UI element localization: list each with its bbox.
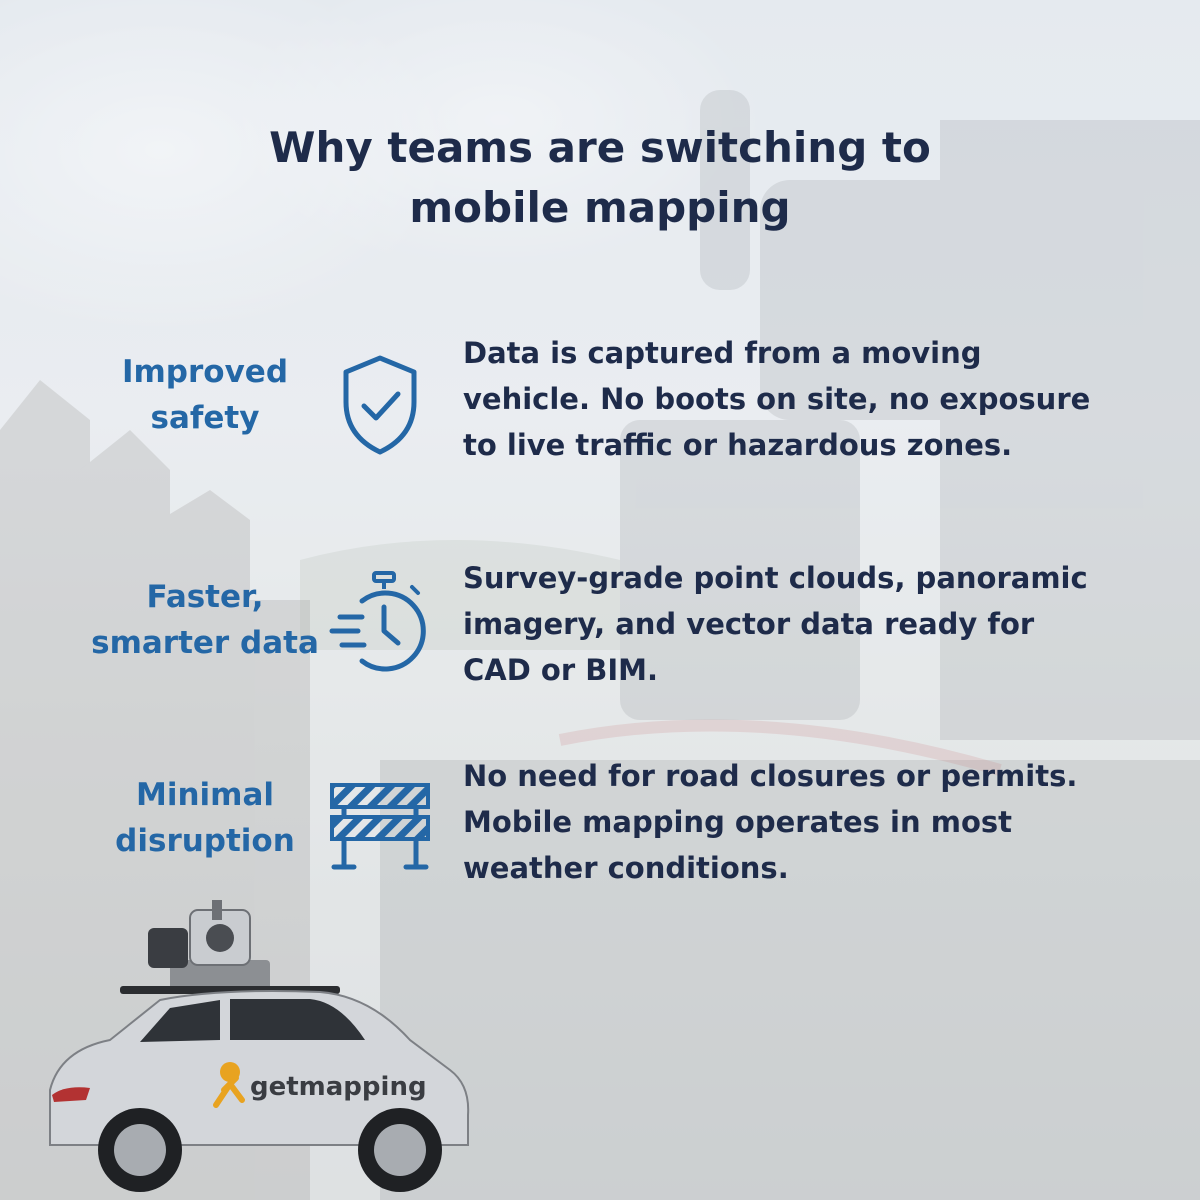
title-line-1: Why teams are switching to: [269, 123, 931, 172]
benefit-description: Survey-grade point clouds, panoramic ima…: [463, 561, 1088, 687]
title-line-2: mobile mapping: [409, 183, 791, 232]
shield-check-icon: [343, 355, 417, 455]
page-title: Why teams are switching to mobile mappin…: [0, 118, 1200, 238]
brand-logo: getmapping: [213, 1062, 427, 1108]
benefit-row-disruption: Minimal disruption No need for road clos…: [0, 753, 1200, 913]
road-barrier-icon: [330, 783, 430, 870]
benefit-row-speed: Faster, smarter data Survey-grade point …: [0, 555, 1200, 715]
mapping-car-illustration: getmapping: [49, 900, 470, 1192]
benefit-label: Minimal disruption: [115, 777, 295, 859]
roof-scanner: [120, 900, 340, 994]
benefit-label: Faster, smarter data: [91, 579, 319, 661]
brand-name: getmapping: [250, 1072, 427, 1102]
benefit-description: Data is captured from a moving vehicle. …: [463, 336, 1091, 462]
benefit-description: No need for road closures or permits. Mo…: [463, 759, 1078, 885]
benefit-row-safety: Improved safety Data is captured from a …: [0, 330, 1200, 490]
benefit-label: Improved safety: [121, 354, 289, 436]
stopwatch-icon: [329, 571, 426, 672]
